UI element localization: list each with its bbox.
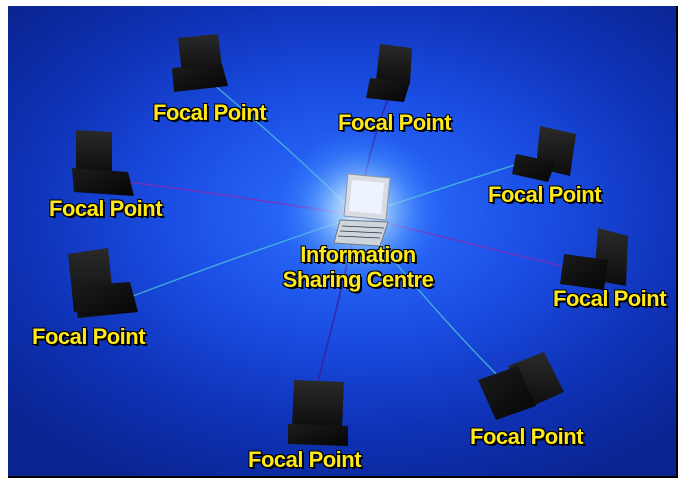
focal-point-label-s: Focal Point xyxy=(248,447,362,472)
network-graphic xyxy=(68,34,628,446)
terminal-n-icon xyxy=(366,44,412,102)
hub-label-line-1: Information xyxy=(300,242,416,267)
focal-point-label-se: Focal Point xyxy=(470,424,584,449)
focal-point-label-sw: Focal Point xyxy=(32,324,146,349)
focal-point-label-ne: Focal Point xyxy=(488,182,602,207)
hub-label: Information Sharing Centre xyxy=(258,242,458,293)
focal-point-label-n: Focal Point xyxy=(338,110,452,135)
terminal-e-icon xyxy=(560,228,628,290)
focal-point-label-e: Focal Point xyxy=(553,286,667,311)
focal-point-label-w: Focal Point xyxy=(49,196,163,221)
terminal-sw-icon xyxy=(68,248,138,318)
network-diagram: Focal Point Focal Point Focal Point Foca… xyxy=(8,6,678,478)
terminal-nw-icon xyxy=(172,34,228,92)
laptop-icon xyxy=(333,173,391,247)
terminal-w-icon xyxy=(72,130,134,196)
focal-point-label-nw: Focal Point xyxy=(153,100,267,125)
terminal-ne-icon xyxy=(512,126,576,182)
terminal-se-icon xyxy=(478,352,564,420)
terminal-s-icon xyxy=(288,380,348,446)
hub-label-line-2: Sharing Centre xyxy=(282,267,434,293)
